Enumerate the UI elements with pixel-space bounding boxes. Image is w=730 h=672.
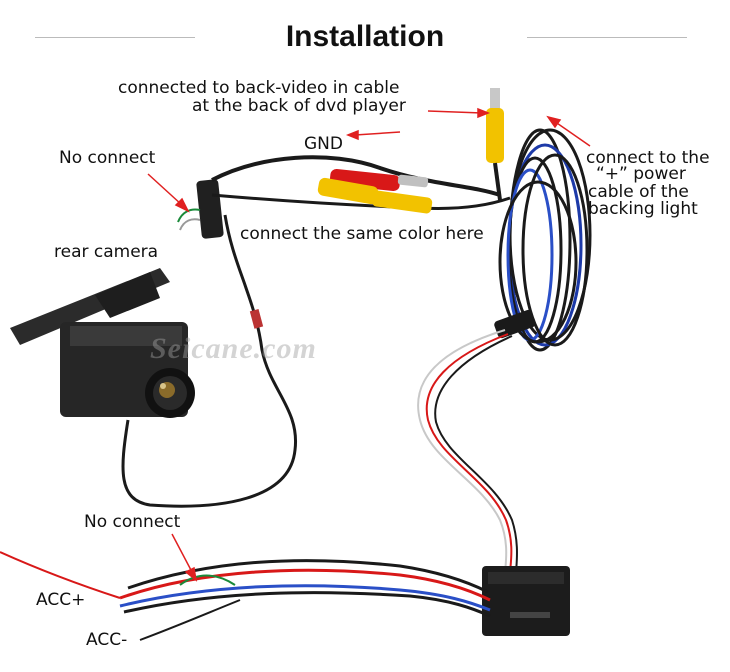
title-rule-left <box>35 37 195 38</box>
coiled-cable <box>498 128 592 352</box>
label-back-video-2: at the back of dvd player <box>192 96 406 116</box>
power-harness <box>0 551 491 641</box>
label-gnd: GND <box>304 134 343 154</box>
cable-connector <box>249 309 264 329</box>
label-no-connect-top: No connect <box>59 148 156 168</box>
page-title: Installation <box>285 20 445 53</box>
control-box <box>482 566 570 636</box>
rca-yellow <box>317 177 433 214</box>
lead-wires <box>417 329 518 576</box>
title-rule-right <box>527 37 687 38</box>
label-back-video-1: connected to back-video in cable <box>118 78 400 98</box>
label-power-3: cable of the <box>588 182 689 202</box>
watermark: Seicane.com <box>150 332 317 365</box>
label-same-color: connect the same color here <box>240 224 484 244</box>
main-cable <box>211 155 501 197</box>
rear-camera <box>10 268 195 418</box>
pointer-arrows <box>147 107 591 582</box>
label-acc-plus: ACC+ <box>36 590 86 610</box>
rca-yellow-vertical <box>486 88 504 201</box>
label-rear-camera: rear camera <box>54 242 159 262</box>
label-power-4: backing light <box>588 199 698 219</box>
label-power-2: “+” power <box>596 164 686 184</box>
label-acc-minus: ACC- <box>86 630 128 650</box>
label-power-1: connect to the <box>586 148 710 168</box>
camera-cable <box>121 214 298 508</box>
label-no-connect-bottom: No connect <box>84 512 181 532</box>
inline-module <box>196 179 224 239</box>
